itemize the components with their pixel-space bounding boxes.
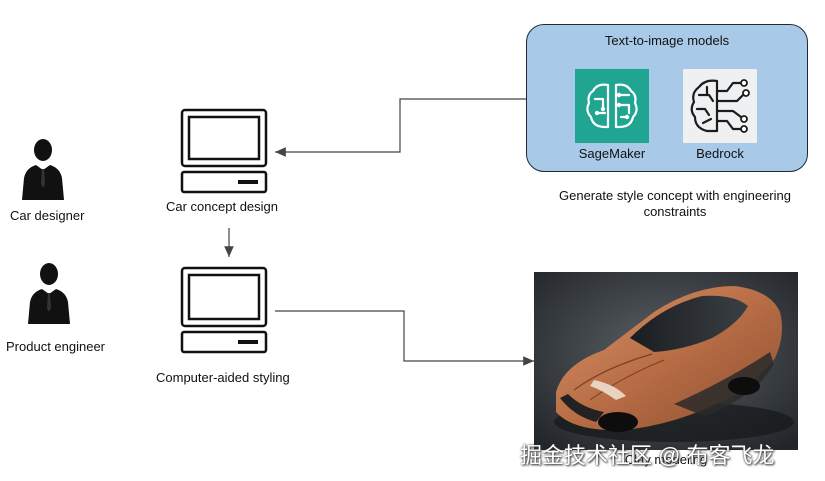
generate-style-caption: Generate style concept with engineering … [559, 188, 791, 219]
watermark: 掘金技术社区 @ 布客飞龙 [520, 443, 775, 468]
bedrock-label: Bedrock [696, 146, 744, 161]
clay-car-photo [534, 272, 798, 450]
sagemaker-logo-icon [575, 69, 649, 143]
product-engineer-label: Product engineer [6, 339, 106, 354]
computer-aided-styling-label: Computer-aided styling [156, 370, 290, 385]
arrow-cas-to-clay [275, 310, 534, 366]
car-concept-design-label: Car concept design [166, 199, 279, 214]
person-icon [28, 263, 70, 324]
sagemaker-label: SageMaker [578, 146, 646, 161]
panel-title: Text-to-image models [604, 33, 730, 48]
clay-modeling-label: Clay modeling [624, 452, 708, 467]
computer-icon [180, 108, 268, 194]
bedrock-logo-icon [683, 69, 757, 143]
person-icon [22, 139, 64, 200]
car-designer-label: Car designer [10, 208, 85, 223]
computer-icon [180, 266, 268, 354]
arrow-panel-to-concept [275, 98, 526, 157]
text-to-image-models-panel: Text-to-image models SageMaker [526, 24, 808, 172]
